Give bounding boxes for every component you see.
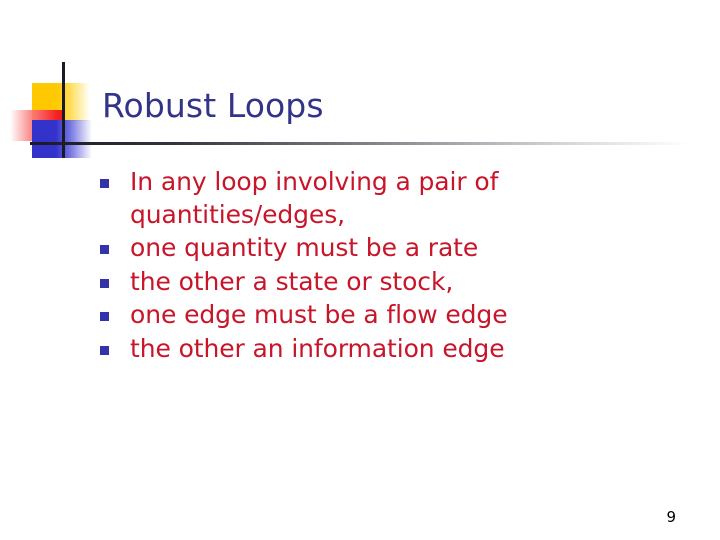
slide-decoration xyxy=(0,0,720,170)
list-item: the other an information edge xyxy=(100,333,590,366)
square-bullet-icon xyxy=(100,312,109,321)
square-bullet-icon xyxy=(100,278,109,288)
decoration-horizontal-rule xyxy=(30,142,690,145)
square-bullet-icon xyxy=(100,179,109,188)
decoration-red-square xyxy=(10,110,64,141)
bullet-list: In any loop involving a pair of quantiti… xyxy=(100,166,590,366)
list-item: one quantity must be a rate xyxy=(100,232,590,265)
bullet-text: In any loop involving a pair of quantiti… xyxy=(130,167,499,229)
decoration-yellow-square xyxy=(32,83,90,121)
square-bullet-icon xyxy=(100,245,109,254)
list-item: the other a state or stock, xyxy=(100,266,590,299)
decoration-vertical-rule xyxy=(62,62,65,158)
bullet-text: one quantity must be a rate xyxy=(130,233,479,262)
list-item: one edge must be a flow edge xyxy=(100,299,590,332)
bullet-text: the other a state or stock, xyxy=(130,266,454,296)
square-bullet-icon xyxy=(100,345,109,355)
list-item: In any loop involving a pair of quantiti… xyxy=(100,166,590,231)
slide-title: Robust Loops xyxy=(102,86,324,125)
page-number: 9 xyxy=(666,508,676,526)
bullet-text: one edge must be a flow edge xyxy=(130,300,508,329)
bullet-text: the other an information edge xyxy=(130,333,505,363)
decoration-blue-square xyxy=(32,120,92,158)
